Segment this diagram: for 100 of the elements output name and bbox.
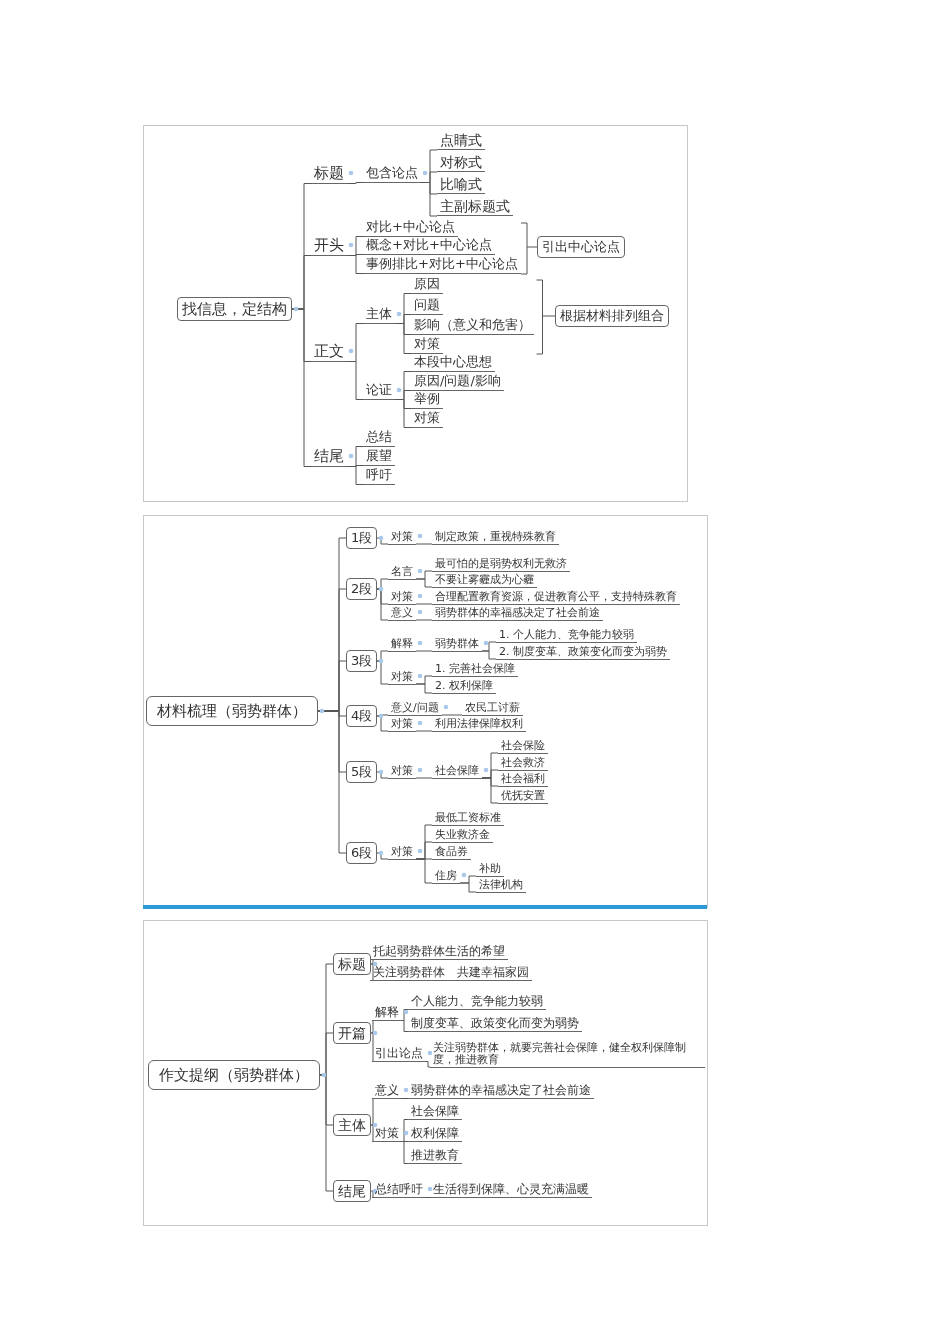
topic-label: 托起弱势群体生活的希望 <box>370 944 508 961</box>
topic-box: 3段 <box>346 650 378 672</box>
topic-label: 合理配置教育资源，促进教育公平，支持特殊教育 <box>432 589 680 605</box>
topic-label: 问题 <box>411 297 443 315</box>
connector-line <box>346 466 364 485</box>
topic-label: 生活得到保障、心灵充满温暖 <box>430 1182 592 1199</box>
topic-label: 比喻式 <box>437 175 485 195</box>
topic-label: 对策 <box>388 763 416 779</box>
topic-label: 权利保障 <box>408 1126 462 1143</box>
connector-line <box>394 399 412 428</box>
topic-label: 总结呼吁 <box>372 1182 426 1199</box>
connector-line <box>376 771 389 779</box>
topic-label: 社会保障 <box>408 1104 462 1121</box>
topic-label: 论证 <box>363 382 395 400</box>
connector-line <box>415 730 433 732</box>
topic-box: 4段 <box>346 705 378 727</box>
topic-label: 解释 <box>388 636 416 652</box>
topic-label: 解释 <box>372 1005 402 1022</box>
connector-line <box>415 619 433 621</box>
connector-line <box>481 777 499 804</box>
topic-label: 社会救济 <box>498 755 548 771</box>
topic-label: 2. 制度变革、政策变化而变为弱势 <box>496 644 670 660</box>
topic-label: 1. 完善社会保障 <box>432 661 518 677</box>
connector-line <box>376 660 389 685</box>
connector-line <box>441 714 463 716</box>
connector-line <box>319 1074 334 1192</box>
topic-label: 社会保险 <box>498 738 548 754</box>
connector-line <box>376 715 389 732</box>
topic-label: 社会福利 <box>498 771 548 787</box>
topic-label: 对策 <box>411 336 443 354</box>
topic-label: 主体 <box>363 306 395 324</box>
topic-label: 社会保障 <box>432 763 482 779</box>
topic-label: 食品券 <box>432 844 471 860</box>
connector-line <box>425 1061 431 1068</box>
central-topic-box: 作文提纲（弱势群体） <box>148 1060 320 1090</box>
topic-label: 对策 <box>388 529 416 545</box>
topic-label: 农民工讨薪 <box>462 700 523 716</box>
topic-box: 2段 <box>346 578 378 600</box>
connector-line <box>420 182 438 217</box>
topic-label: 利用法律保障权利 <box>432 716 526 732</box>
connector-line <box>401 1119 409 1142</box>
topic-label: 结尾 <box>311 447 347 467</box>
topic-label: 开头 <box>311 236 347 256</box>
topic-box: 根据材料排列组合 <box>555 305 669 327</box>
connector-line <box>376 537 389 545</box>
connector-line <box>346 182 364 184</box>
connector-line <box>459 882 477 893</box>
topic-label: 本段中心思想 <box>411 354 495 372</box>
connector-line <box>369 963 374 981</box>
connector-line <box>370 1124 374 1142</box>
topic-label: 总结 <box>363 429 395 447</box>
topic-label: 主副标题式 <box>437 197 513 217</box>
connector-line <box>415 603 433 605</box>
topic-label: 法律机构 <box>476 877 526 893</box>
topic-label: 不要让雾霾成为心霾 <box>432 572 537 588</box>
topic-label: 关注弱势群体 共建幸福家园 <box>370 965 532 982</box>
topic-label: 关注弱势群体，就要完善社会保障，健全权利保障制度，推进教育 <box>430 1040 705 1068</box>
topic-label: 名言 <box>388 564 416 580</box>
connector-line <box>370 1190 374 1198</box>
connector-line <box>376 852 389 860</box>
topic-label: 最低工资标准 <box>432 810 504 826</box>
topic-label: 推进教育 <box>408 1148 462 1165</box>
topic-box: 开篇 <box>333 1021 371 1045</box>
topic-label: 弱势群体的幸福感决定了社会前途 <box>432 605 603 621</box>
connector-line <box>394 323 412 354</box>
topic-label: 原因/问题/影响 <box>411 373 504 391</box>
connector-line <box>415 858 433 884</box>
topic-label: 制度变革、政策变化而变为弱势 <box>408 1016 582 1033</box>
connector-line <box>376 588 389 621</box>
topic-label: 对策 <box>388 669 416 685</box>
topic-label: 制定政策，重视特殊教育 <box>432 529 559 545</box>
connector-line <box>401 1141 409 1164</box>
connector-line <box>415 578 433 588</box>
connector-line <box>401 1009 409 1021</box>
topic-label: 原因 <box>411 276 443 294</box>
topic-label: 概念+对比+中心论点 <box>363 237 495 255</box>
connector-line <box>346 255 364 274</box>
topic-label: 呼吁 <box>363 467 395 485</box>
topic-label: 对策 <box>372 1126 402 1143</box>
topic-label: 住房 <box>432 868 460 884</box>
topic-label: 对比+中心论点 <box>363 219 458 237</box>
topic-label: 个人能力、竞争能力较弱 <box>408 994 546 1011</box>
topic-label: 对称式 <box>437 153 485 173</box>
connector-line <box>370 1098 374 1126</box>
topic-label: 影响（意义和危害） <box>411 317 534 335</box>
connector-line <box>425 1197 431 1198</box>
topic-label: 对策 <box>388 716 416 732</box>
connector-line <box>401 1098 409 1099</box>
connector-line <box>291 308 312 467</box>
topic-label: 举例 <box>411 391 443 409</box>
topic-label: 标题 <box>311 164 347 184</box>
topic-label: 对策 <box>388 589 416 605</box>
topic-label: 对策 <box>411 410 443 428</box>
topic-box: 主体 <box>333 1113 371 1137</box>
topic-label: 弱势群体 <box>432 636 482 652</box>
topic-label: 展望 <box>363 448 395 466</box>
topic-box: 引出中心论点 <box>537 236 625 258</box>
central-topic-box: 材料梳理（弱势群体） <box>146 696 318 726</box>
topic-label: 弱势群体的幸福感决定了社会前途 <box>408 1083 594 1100</box>
topic-label: 意义 <box>388 605 416 621</box>
